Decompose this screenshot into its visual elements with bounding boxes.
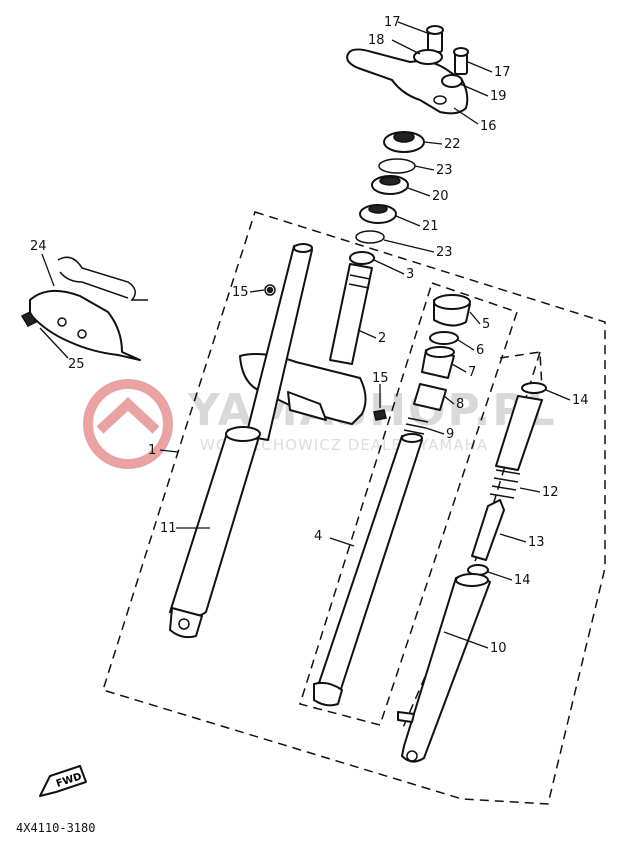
callout-17b: 17 [494,65,511,80]
callout-labels: 17 18 17 19 16 22 23 20 21 23 3 15 2 15 … [30,15,589,656]
right-fork-parts [397,382,547,763]
outer-assembly-boundary [102,211,606,805]
left-fork-part [169,243,313,639]
callout-7: 7 [468,365,476,380]
top-bracket-parts [346,25,469,115]
callout-15a: 15 [232,285,249,300]
callout-16: 16 [480,119,497,134]
inner-tube-part [313,433,423,707]
callout-5: 5 [482,317,490,332]
leader-lines [39,21,571,649]
callout-22: 22 [444,137,461,152]
callout-2: 2 [378,331,386,346]
steering-bearing-stack [349,131,425,265]
callout-4: 4 [314,529,322,544]
fwd-arrow-icon: FWD [39,765,87,797]
callout-1: 1 [148,443,156,458]
callout-19: 19 [490,89,507,104]
inner-tube-group-boundary [299,282,518,726]
callout-9: 9 [446,427,454,442]
callout-20: 20 [432,189,449,204]
callout-12: 12 [542,485,559,500]
callout-13: 13 [528,535,545,550]
watermark-logo-mark [96,397,160,434]
callout-23b: 23 [436,245,453,260]
watermark-logo-icon [83,379,173,469]
callout-18: 18 [368,33,385,48]
callout-10: 10 [490,641,507,656]
callout-24: 24 [30,239,47,254]
callout-15b: 15 [372,371,389,386]
callout-11: 11 [160,521,177,536]
callout-6: 6 [476,343,484,358]
fork-seal-parts [401,294,471,441]
callout-3: 3 [406,267,414,282]
callout-21: 21 [422,219,439,234]
callout-25: 25 [68,357,85,372]
callout-8: 8 [456,397,464,412]
drawing-code: 4X4110-3180 [16,821,95,835]
callout-23a: 23 [436,163,453,178]
callout-14b: 14 [514,573,531,588]
bracket-cover-part [20,256,148,361]
callout-17a: 17 [384,15,401,30]
callout-14a: 14 [572,393,589,408]
